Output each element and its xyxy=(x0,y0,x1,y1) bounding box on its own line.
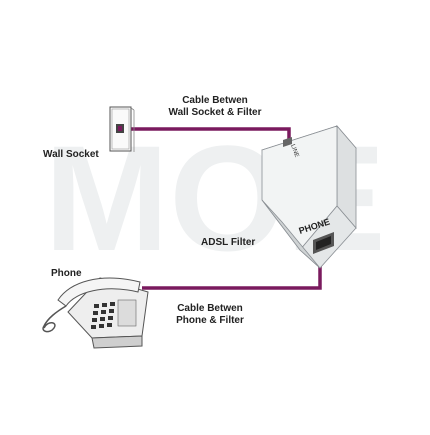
adsl-filter-device: PHONE LINE xyxy=(261,124,357,269)
cable-bottom-label-line2: Phone & Filter xyxy=(176,315,244,326)
phone-port-icon xyxy=(313,232,334,254)
cable-top-label-line1: Cable Betwen xyxy=(182,95,248,106)
cable-top-label-line2: Wall Socket & Filter xyxy=(168,107,262,118)
wall-socket-icon xyxy=(109,106,135,152)
keypad-icon xyxy=(91,302,115,329)
telephone-icon xyxy=(42,277,149,349)
phone-label: Phone xyxy=(51,268,82,279)
adsl-filter-label: ADSL Filter xyxy=(201,237,256,248)
cable-bottom-label-line1: Cable Betwen xyxy=(177,303,243,314)
line-port-icon xyxy=(283,137,292,147)
filter-line-port-label: LINE xyxy=(289,144,299,159)
wall-socket-label: Wall Socket xyxy=(43,149,99,160)
